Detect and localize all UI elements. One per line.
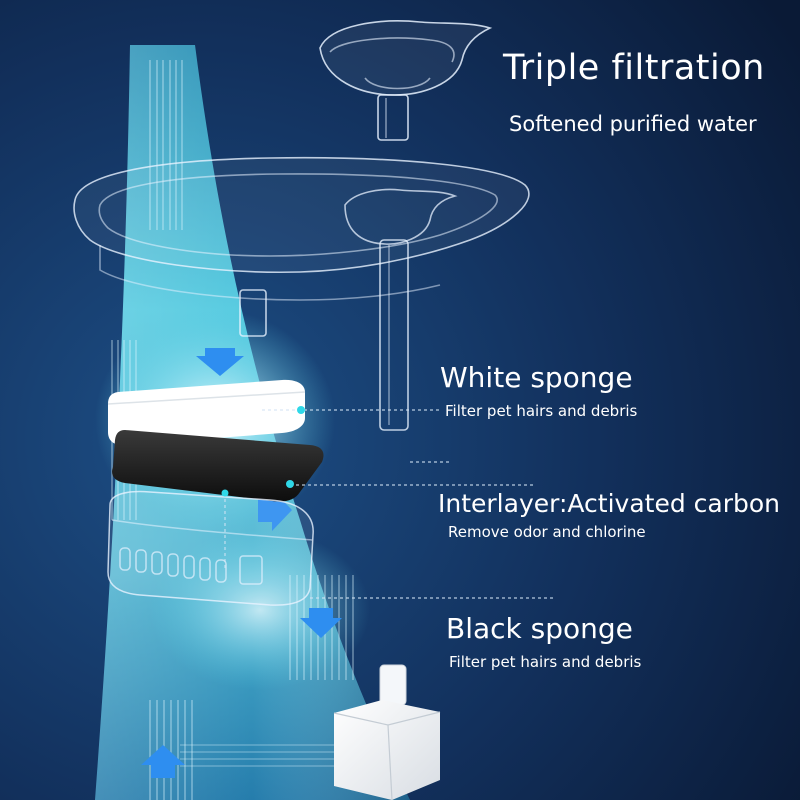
white-sponge-description: Filter pet hairs and debris <box>445 402 638 420</box>
water-pump <box>333 664 441 800</box>
white-sponge <box>107 379 306 446</box>
flow-lines-horizontal <box>180 744 340 767</box>
up-arrow-icon <box>141 745 185 778</box>
activated-carbon-label: Interlayer:Activated carbon <box>438 489 781 518</box>
activated-carbon-layer <box>112 430 324 502</box>
sponge-basket <box>107 490 314 606</box>
white-sponge-label: White sponge <box>440 361 633 394</box>
page-title: Triple filtration <box>503 48 765 88</box>
activated-carbon-description: Remove odor and chlorine <box>448 523 646 541</box>
black-sponge-label: Black sponge <box>446 612 633 645</box>
marker-dots <box>221 406 305 497</box>
down-arrow-icon <box>196 348 244 376</box>
page-subtitle: Softened purified water <box>509 112 757 136</box>
top-cup <box>319 20 493 141</box>
down-arrow-icon <box>300 608 342 638</box>
leader-lines <box>224 409 555 599</box>
black-sponge-description: Filter pet hairs and debris <box>449 653 642 671</box>
filter-tray <box>73 156 530 431</box>
